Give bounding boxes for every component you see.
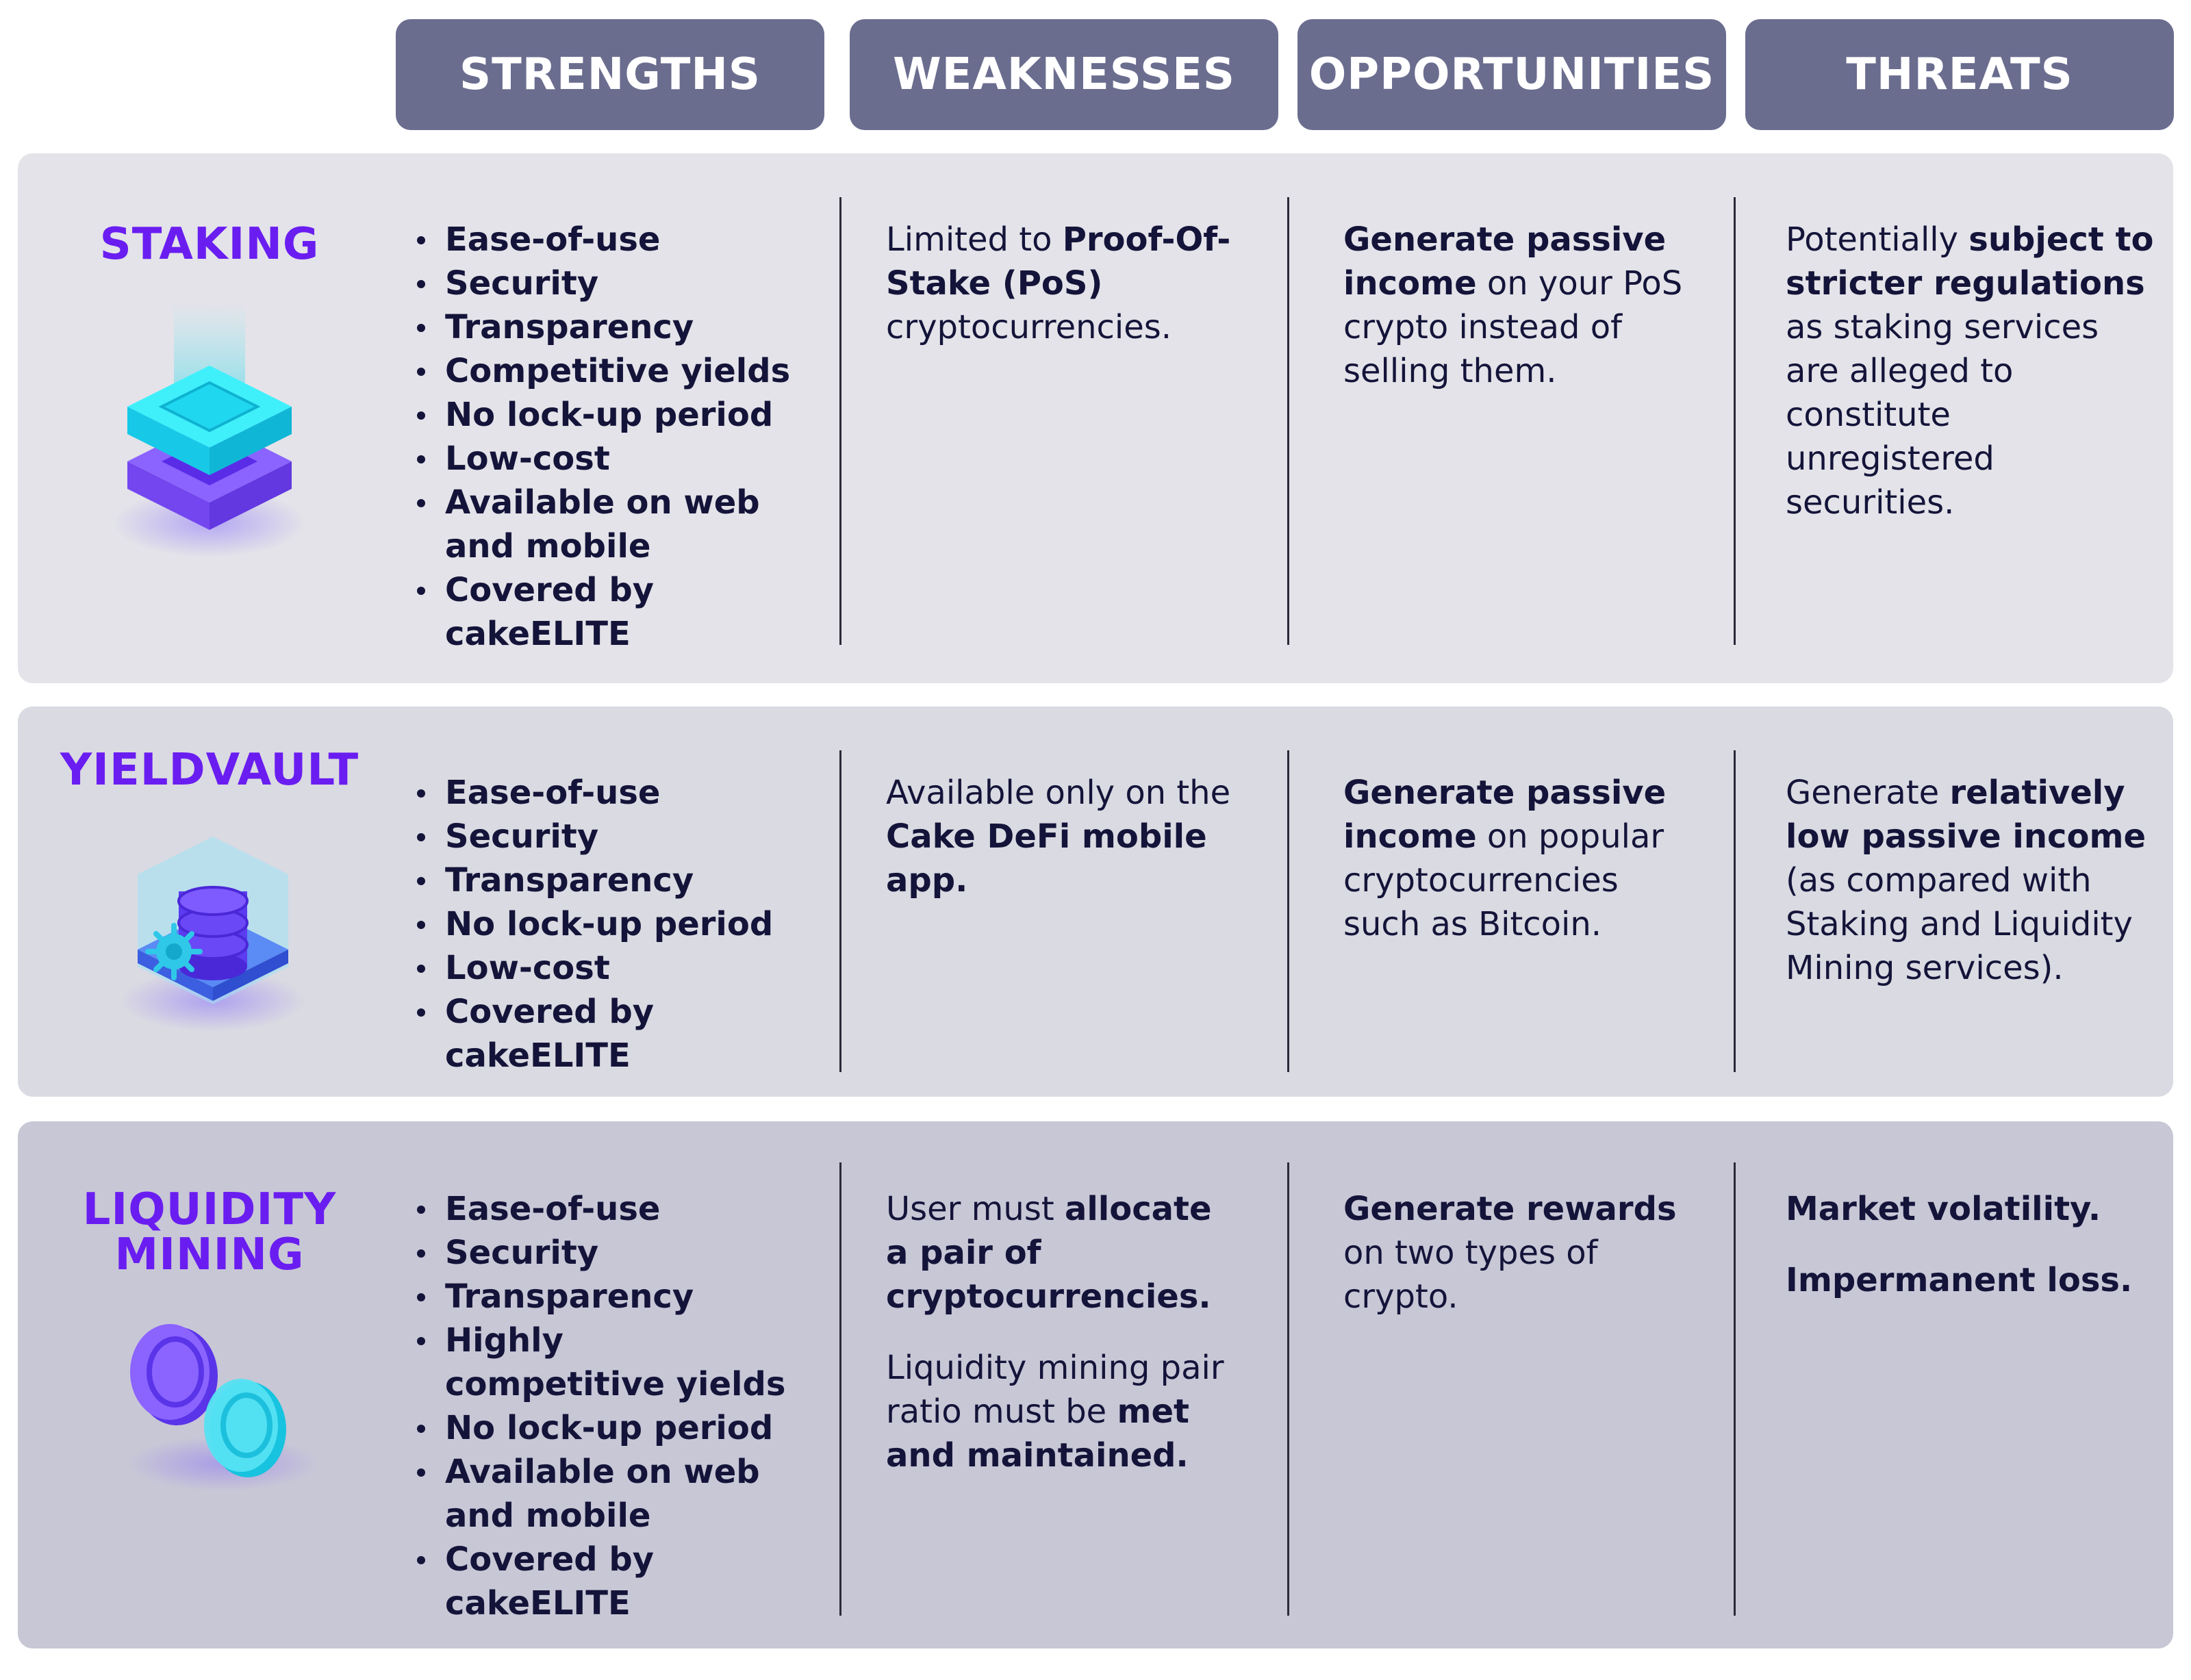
list-item: Available on web and mobile <box>414 481 838 568</box>
list-item: Ease-of-use <box>414 1187 838 1231</box>
yieldvault-opportunities: Generate passive income on popular crypt… <box>1343 774 1667 943</box>
coin-pair-icon <box>121 1313 326 1505</box>
staking-weaknesses: Limited to Proof-Of-Stake (PoS) cryptocu… <box>886 220 1231 346</box>
list-item: Ease-of-use <box>414 218 838 262</box>
header-weaknesses: WEAKNESSES <box>850 19 1278 130</box>
column-divider <box>839 197 841 645</box>
column-divider <box>839 1162 841 1616</box>
title-line: MINING <box>114 1230 305 1280</box>
list-item: Transparency <box>414 858 838 902</box>
column-divider <box>1287 750 1289 1072</box>
row-staking: STAKING <box>18 153 2173 683</box>
liquidity-opportunities: Generate rewards on two types of crypto. <box>1343 1190 1677 1316</box>
header-strengths: STRENGTHS <box>396 19 824 130</box>
list-item: Low-cost <box>414 946 838 990</box>
title-line: LIQUIDITY <box>82 1184 337 1235</box>
list-item: No lock-up period <box>414 393 838 437</box>
header-threats: THREATS <box>1745 19 2174 130</box>
paragraph: Liquidity mining pair ratio must be met … <box>886 1349 1224 1475</box>
list-item: Competitive yields <box>414 349 838 393</box>
row-title-yieldvault: YIELDVAULT <box>60 745 359 796</box>
row-title-liquidity-mining: LIQUIDITY MINING <box>18 1187 401 1277</box>
paragraph: User must allocate a pair of cryptocurre… <box>886 1190 1212 1316</box>
list-item: No lock-up period <box>414 1406 838 1450</box>
list-item: Ease-of-use <box>414 771 838 815</box>
row-liquidity-mining: LIQUIDITY MINING Ease-of-use Security Tr… <box>18 1121 2173 1649</box>
coin-stack-vault-icon <box>121 830 305 1035</box>
column-divider <box>1287 1162 1289 1616</box>
list-item: Transparency <box>414 305 838 349</box>
liquidity-threats: Market volatility. Impermanent loss. <box>1786 1187 2155 1302</box>
column-divider <box>1287 197 1289 645</box>
row-yieldvault: YIELDVAULT <box>18 707 2173 1097</box>
list-item: Highly competitive yields <box>414 1319 787 1406</box>
header-opportunities: OPPORTUNITIES <box>1297 19 1726 130</box>
liquidity-strengths-list: Ease-of-use Security Transparency Highly… <box>414 1187 838 1625</box>
column-divider <box>1734 1162 1736 1616</box>
staking-strengths-list: Ease-of-use Security Transparency Compet… <box>414 218 838 656</box>
yieldvault-weaknesses: Available only on the Cake DeFi mobile a… <box>886 774 1231 900</box>
yieldvault-strengths-list: Ease-of-use Security Transparency No loc… <box>414 771 838 1078</box>
list-item: Covered by cakeELITE <box>414 990 838 1078</box>
staking-threats: Potentially subject to stricter regulati… <box>1786 220 2154 522</box>
list-item: Security <box>414 1231 838 1275</box>
list-item: Available on web and mobile <box>414 1450 838 1538</box>
list-item: Low-cost <box>414 437 838 481</box>
row-title-staking: STAKING <box>99 219 320 270</box>
list-item: Covered by cakeELITE <box>414 568 838 656</box>
list-item: Covered by cakeELITE <box>414 1538 838 1625</box>
paragraph: Market volatility. <box>1786 1190 2101 1228</box>
list-item: Security <box>414 262 838 305</box>
paragraph: Impermanent loss. <box>1786 1261 2133 1299</box>
list-item: No lock-up period <box>414 902 838 946</box>
column-divider <box>1734 197 1736 645</box>
column-divider <box>839 750 841 1072</box>
liquidity-weaknesses: User must allocate a pair of cryptocurre… <box>886 1187 1242 1477</box>
staking-opportunities: Generate passive income on your PoS cryp… <box>1343 220 1683 390</box>
list-item: Security <box>414 815 838 858</box>
list-item: Transparency <box>414 1275 838 1319</box>
yieldvault-threats: Generate relatively low passive income (… <box>1786 774 2146 987</box>
stacked-layers-icon <box>114 290 305 564</box>
column-divider <box>1734 750 1736 1072</box>
